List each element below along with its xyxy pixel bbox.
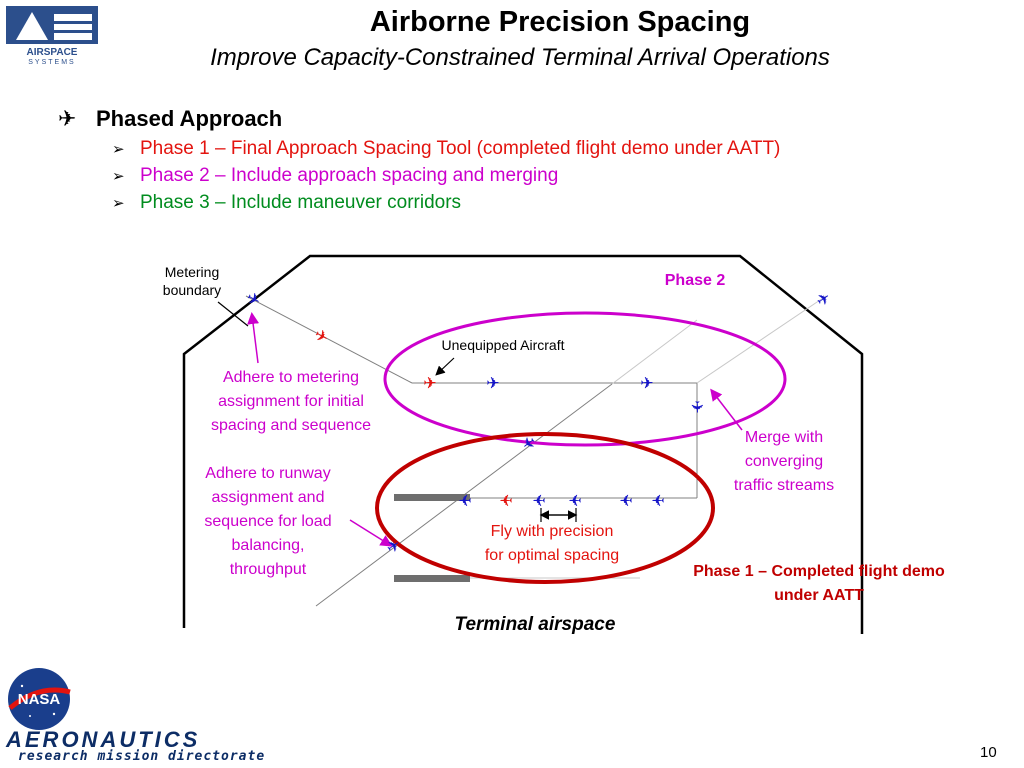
bullet-phased-approach: ✈ Phased Approach (58, 106, 282, 132)
bullet-phase1: ➢ Phase 1 – Final Approach Spacing Tool (… (112, 138, 780, 160)
aircraft-icon: ✈ (486, 374, 499, 393)
arrow-bullet-icon: ➢ (112, 141, 125, 158)
arrow-bullet-icon: ➢ (112, 195, 125, 212)
metering-boundary-label: Metering boundary (162, 264, 222, 298)
nasa-logo-text: NASA (18, 691, 61, 708)
aircraft-unequipped-icon: ✈ (423, 374, 436, 393)
phase1-text: Phase 1 – Final Approach Spacing Tool (c… (140, 138, 781, 159)
page-title: Airborne Precision Spacing (369, 6, 751, 38)
merge-callout-arrow (710, 388, 743, 431)
unequipped-aircraft-label: Unequipped Aircraft (441, 337, 565, 353)
directorate-wordmark: research mission directorate (18, 749, 266, 764)
runway-adherence-arrow (349, 519, 393, 547)
aircraft-icon: ✈ (568, 491, 581, 510)
aircraft-unequipped-icon: ✈ (499, 491, 512, 510)
airspace-systems-logo: AIRSPACE SYSTEMS (6, 6, 98, 66)
unequipped-callout-arrow (435, 357, 455, 376)
maneuver-corridor-line (611, 319, 698, 385)
aircraft-icon: ✈ (640, 374, 653, 393)
metering-callout-line (217, 301, 249, 327)
aircraft-icon: ✈ (651, 491, 664, 510)
arrival-route-line (245, 295, 413, 384)
adhere-runway-label: Adhere to runway assignment and sequence… (204, 465, 332, 578)
airplane-bullet-icon: ✈ (58, 106, 77, 131)
phase2-diagram-label: Phase 2 (664, 272, 726, 289)
bullet-phase2: ➢ Phase 2 – Include approach spacing and … (112, 165, 558, 187)
arrival-route-line (696, 295, 827, 384)
runway-lower (394, 575, 470, 582)
phase1-diagram-label: Phase 1 – Completed flight demo under AA… (693, 563, 945, 604)
adhere-metering-label: Adhere to metering assignment for initia… (210, 369, 372, 434)
page-subtitle: Improve Capacity-Constrained Terminal Ar… (210, 44, 830, 71)
aircraft-icon: ✈ (458, 491, 471, 510)
nasa-logo: NASA (8, 668, 71, 730)
merge-label: Merge with converging traffic streams (733, 429, 835, 494)
phase1-ellipse (375, 432, 715, 584)
phase2-ellipse (383, 311, 787, 447)
aeronautics-wordmark: AERONAUTICS (6, 727, 201, 752)
aircraft-icon: ✈ (382, 535, 404, 558)
metering-adherence-arrow (247, 312, 260, 364)
aircraft-icon: ✈ (688, 400, 707, 413)
runway-upper (394, 494, 470, 501)
logo-line1: AIRSPACE (27, 47, 78, 58)
aircraft-icon: ✈ (532, 491, 545, 510)
arrow-bullet-icon: ➢ (112, 168, 125, 185)
aircraft-unequipped-icon: ✈ (311, 325, 332, 348)
phase3-text: Phase 3 – Include maneuver corridors (140, 192, 462, 213)
terminal-airspace-label: Terminal airspace (454, 614, 616, 635)
aircraft-icon: ✈ (619, 491, 632, 510)
fly-precision-label: Fly with precision for optimal spacing (484, 523, 620, 564)
terminal-airspace-boundary (182, 254, 864, 634)
aircraft-icon: ✈ (812, 288, 834, 311)
logo-line2: SYSTEMS (28, 59, 75, 66)
phase2-text: Phase 2 – Include approach spacing and m… (140, 165, 559, 186)
page-number: 10 (980, 744, 997, 761)
bullet-main-text: Phased Approach (96, 106, 283, 131)
bullet-phase3: ➢ Phase 3 – Include maneuver corridors (112, 192, 461, 214)
